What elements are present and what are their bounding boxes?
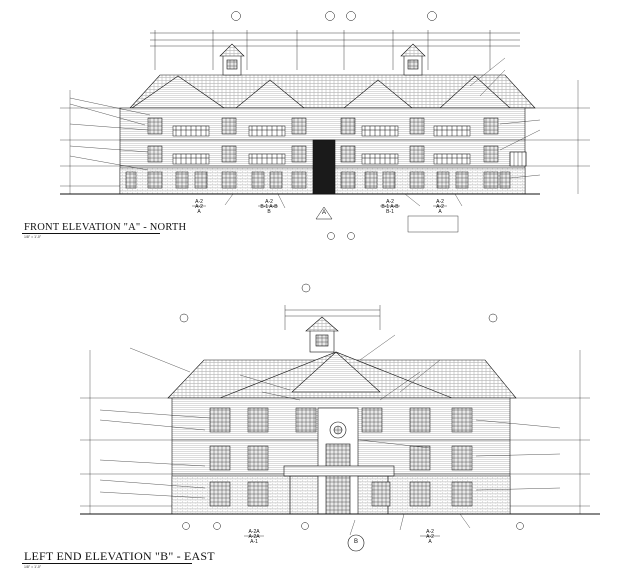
section-ref-sheet: A-2 <box>195 199 203 205</box>
elevation-marker: A <box>321 210 326 216</box>
front-elevation-scale: 1/8" = 1'-0" <box>24 235 42 239</box>
elevation-marker: B <box>353 539 358 545</box>
section-ref-sheet: A-2 <box>426 529 434 535</box>
section-ref-sheet: A-2 <box>436 204 444 210</box>
section-ref-sheet: B-1 A-B <box>381 204 399 210</box>
left-end-elevation-scale: 1/8" = 1'-0" <box>24 565 42 569</box>
section-ref-id: A <box>438 209 442 215</box>
section-ref: A-2 B-1 A-B B-1 <box>377 200 403 215</box>
left-end-elevation <box>80 283 600 552</box>
section-ref-id: B <box>267 209 271 215</box>
section-ref-sheet: B-1 A-B <box>260 204 278 210</box>
section-ref-id: A <box>197 209 201 215</box>
section-ref-id: A-1 <box>250 539 258 545</box>
section-ref: A-2 B-1 A-B B <box>256 200 282 215</box>
section-ref-sheet: A-2A <box>248 534 260 540</box>
section-ref-id: A <box>428 539 432 545</box>
left-end-elevation-title: LEFT END ELEVATION "B" - EAST <box>24 549 215 563</box>
title-underline <box>22 233 160 234</box>
section-ref: A-2 A-2 A <box>188 200 210 215</box>
section-ref-sheet: A-2 <box>265 199 273 205</box>
front-elevation-title: FRONT ELEVATION "A" - NORTH <box>24 222 187 233</box>
section-ref: A-2A A-2A A-1 <box>240 530 268 545</box>
section-ref-sheet: A-2A <box>248 529 260 535</box>
section-ref-sheet: A-2 <box>386 199 394 205</box>
front-elevation <box>60 11 590 240</box>
section-ref-sheet: A-2 <box>195 204 203 210</box>
section-ref: A-2 A-2 A <box>418 530 442 545</box>
section-ref: A-2 A-2 A <box>429 200 451 215</box>
title-underline <box>22 563 192 564</box>
section-ref-sheet: A-2 <box>436 199 444 205</box>
section-ref-sheet: A-2 <box>426 534 434 540</box>
section-ref-id: B-1 <box>386 209 394 215</box>
